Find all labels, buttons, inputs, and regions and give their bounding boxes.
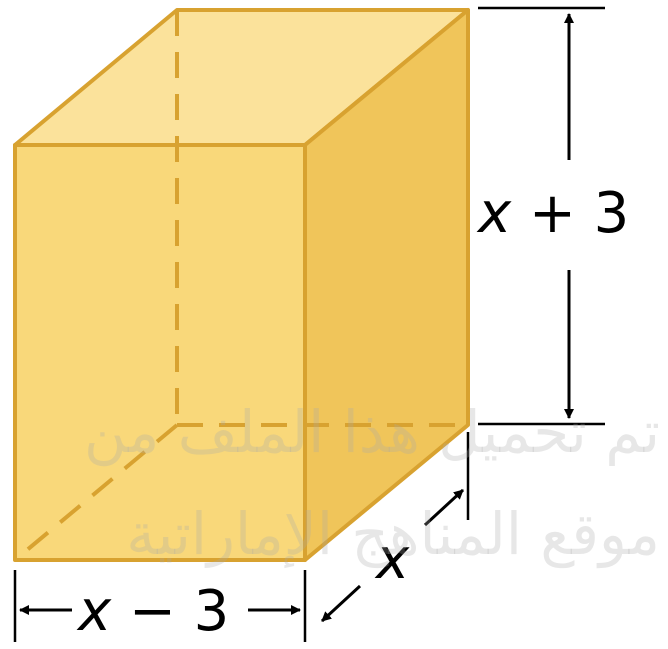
height-label: x + 3 (476, 181, 629, 246)
width-label-rest: − 3 (111, 579, 229, 644)
height-dimension: x + 3 (476, 6, 629, 426)
hidden-edge-diagonal (13, 423, 179, 562)
depth-label: x (374, 527, 410, 592)
width-label: x − 3 (76, 579, 229, 644)
front-face (13, 143, 307, 562)
height-label-rest: + 3 (511, 181, 629, 246)
depth-arrow-up (423, 488, 465, 527)
width-label-var: x (76, 579, 112, 644)
depth-dimension: x (320, 432, 470, 623)
width-dimension: x − 3 (13, 570, 307, 644)
height-label-var: x (476, 181, 512, 246)
depth-arrow-down (320, 584, 362, 623)
prism (13, 8, 470, 562)
